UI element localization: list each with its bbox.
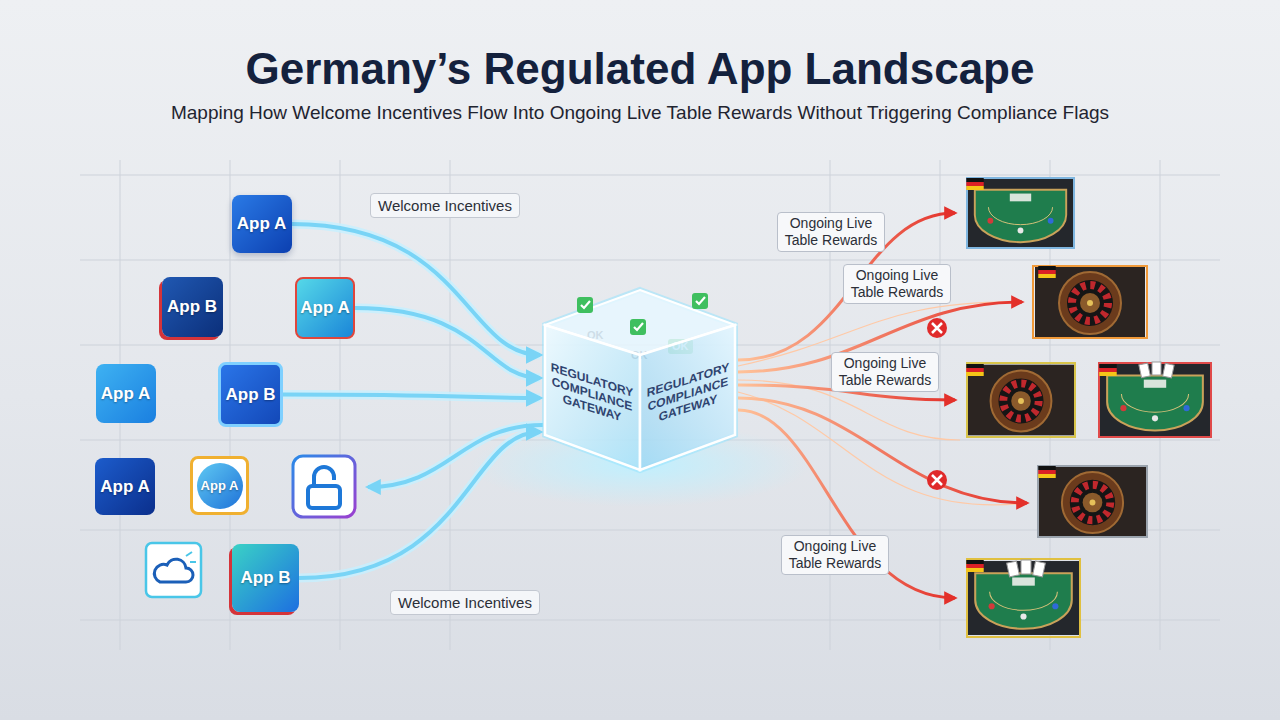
connector-glow (283, 395, 540, 399)
grid-lines (80, 160, 1220, 650)
reward-label: Ongoing Live Table Rewards (777, 212, 885, 252)
app-name: App A (197, 463, 243, 509)
app-name: App A (237, 214, 286, 234)
app-icon: App A (232, 195, 292, 253)
app-icon: App A (295, 277, 355, 339)
app-name: App B (240, 568, 290, 588)
flow-arrow (355, 308, 540, 378)
cloud-icon (146, 543, 201, 597)
flow-arrow (299, 432, 540, 578)
app-name: App B (225, 385, 275, 405)
app-name: App B (167, 297, 217, 317)
connector-glow (292, 224, 541, 355)
subtitle-text: Mapping How Welcome Incentives Flow Into… (0, 101, 1280, 125)
edge-label: Welcome Incentives (370, 193, 520, 218)
reward-label: Ongoing Live Table Rewards (843, 264, 951, 304)
diagram-title: Germany’s Regulated App Landscape (0, 43, 1280, 95)
gateway-cube: REGULATORY COMPLIANCE GATEWAYREGULATORY … (540, 285, 740, 480)
connector-glow (355, 308, 540, 378)
edge-label: Welcome Incentives (390, 590, 540, 615)
app-icon: App B (162, 277, 223, 337)
reward-label: Ongoing Live Table Rewards (831, 352, 939, 392)
flow-arrow (292, 224, 541, 355)
app-name: App A (300, 298, 349, 318)
flow-arrow (283, 395, 540, 399)
app-name: App A (100, 477, 149, 497)
reward-label: Ongoing Live Table Rewards (781, 535, 889, 575)
app-icon: App A (96, 364, 156, 423)
app-icon: App B (218, 362, 283, 427)
app-name: App A (101, 384, 150, 404)
lock-icon (293, 456, 355, 517)
connector-glow (299, 432, 540, 578)
app-icon: App B (232, 544, 299, 612)
reject-mark (927, 318, 947, 490)
live-tables (966, 178, 1211, 637)
app-icon: App A (95, 458, 155, 515)
app-icon: App A (190, 456, 249, 515)
